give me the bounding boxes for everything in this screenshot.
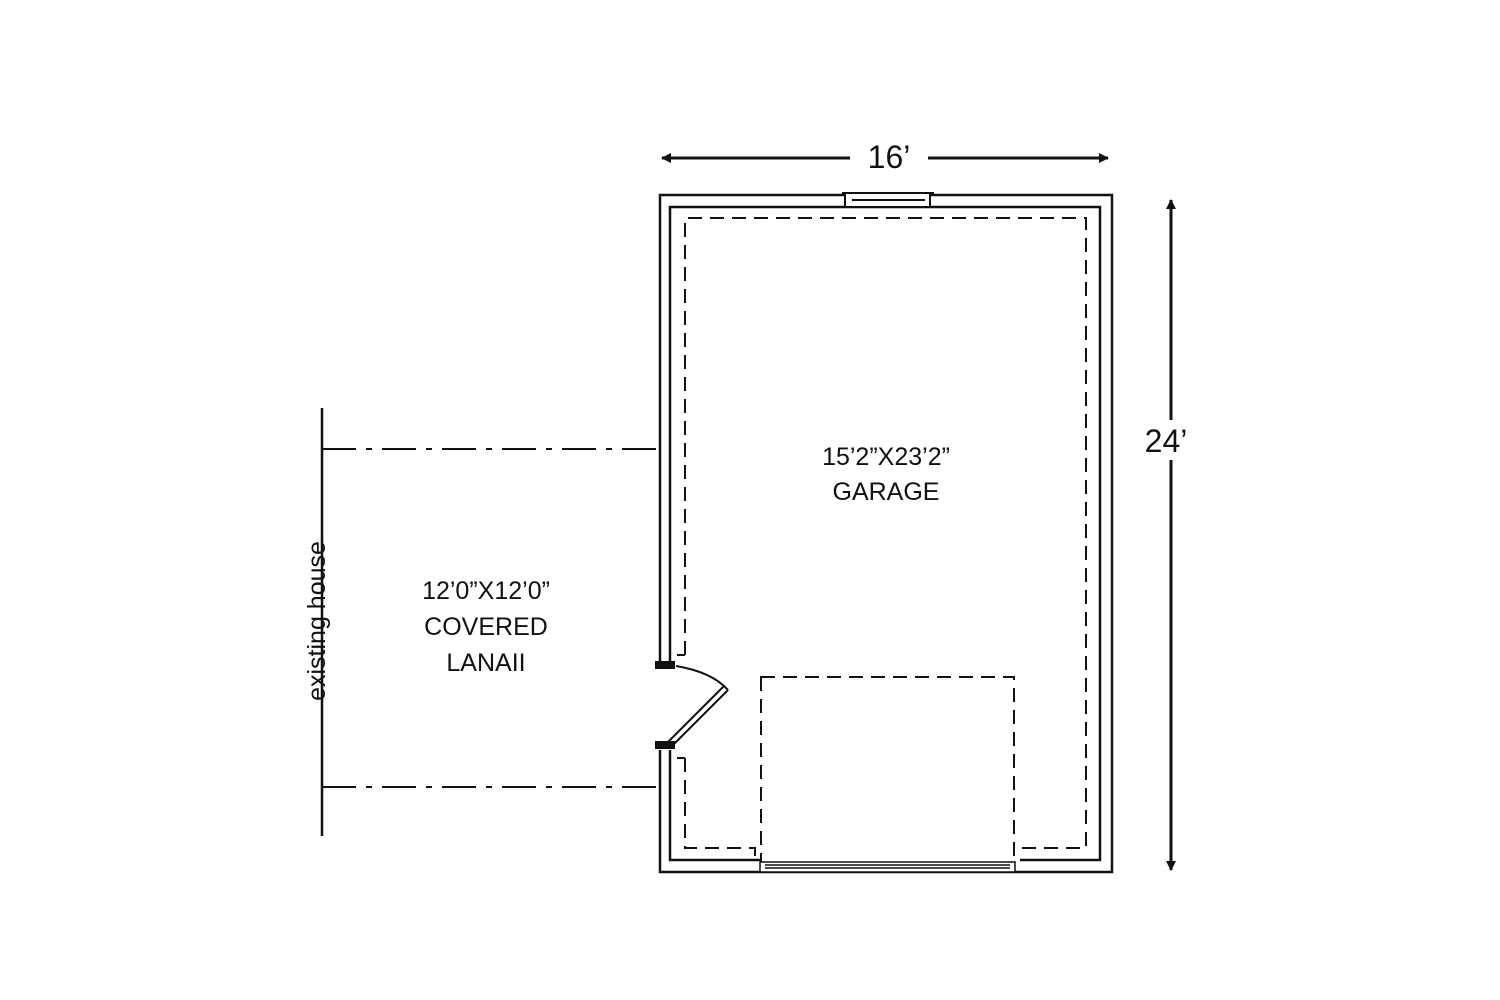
width-dimension-label: 16’	[868, 139, 911, 175]
side-door	[655, 661, 729, 749]
garage-door-swing-area	[760, 676, 1015, 872]
lanai-name-line1: COVERED	[424, 613, 548, 641]
garage-walls	[658, 193, 1114, 874]
garage-label: 15’2”X23’2” GARAGE	[822, 443, 950, 506]
garage-name: GARAGE	[833, 478, 940, 506]
width-dimension: 16’	[661, 139, 1109, 175]
lanai-size: 12’0”X12’0”	[422, 577, 550, 605]
garage-interior-dashed-outline	[684, 217, 1087, 849]
garage-inner-wall	[668, 205, 1102, 862]
top-window	[842, 192, 934, 208]
side-door-leaf-inner	[667, 685, 725, 743]
garage-interior-dashed-outline-lower	[684, 758, 756, 860]
garage-size: 15’2”X23’2”	[822, 443, 950, 471]
side-door-jamb-upper	[655, 661, 675, 669]
height-dimension: 24’	[1145, 199, 1188, 871]
height-dimension-label: 24’	[1145, 423, 1188, 459]
garage-inner-wall-lower-left	[668, 750, 760, 862]
lanai-label: 12’0”X12’0” COVERED LANAII	[422, 577, 550, 677]
lanai-boundary	[320, 408, 660, 836]
side-door-swing-arc	[675, 665, 729, 691]
garage-outer-wall-upper	[658, 193, 1114, 874]
side-door-jamb-lower	[655, 741, 675, 749]
existing-house-label: existing house	[303, 541, 331, 701]
garage-door	[759, 861, 1016, 873]
garage-door-threshold	[759, 861, 1016, 873]
lanai-name-line2: LANAII	[446, 649, 525, 677]
side-door-leaf	[671, 689, 729, 747]
